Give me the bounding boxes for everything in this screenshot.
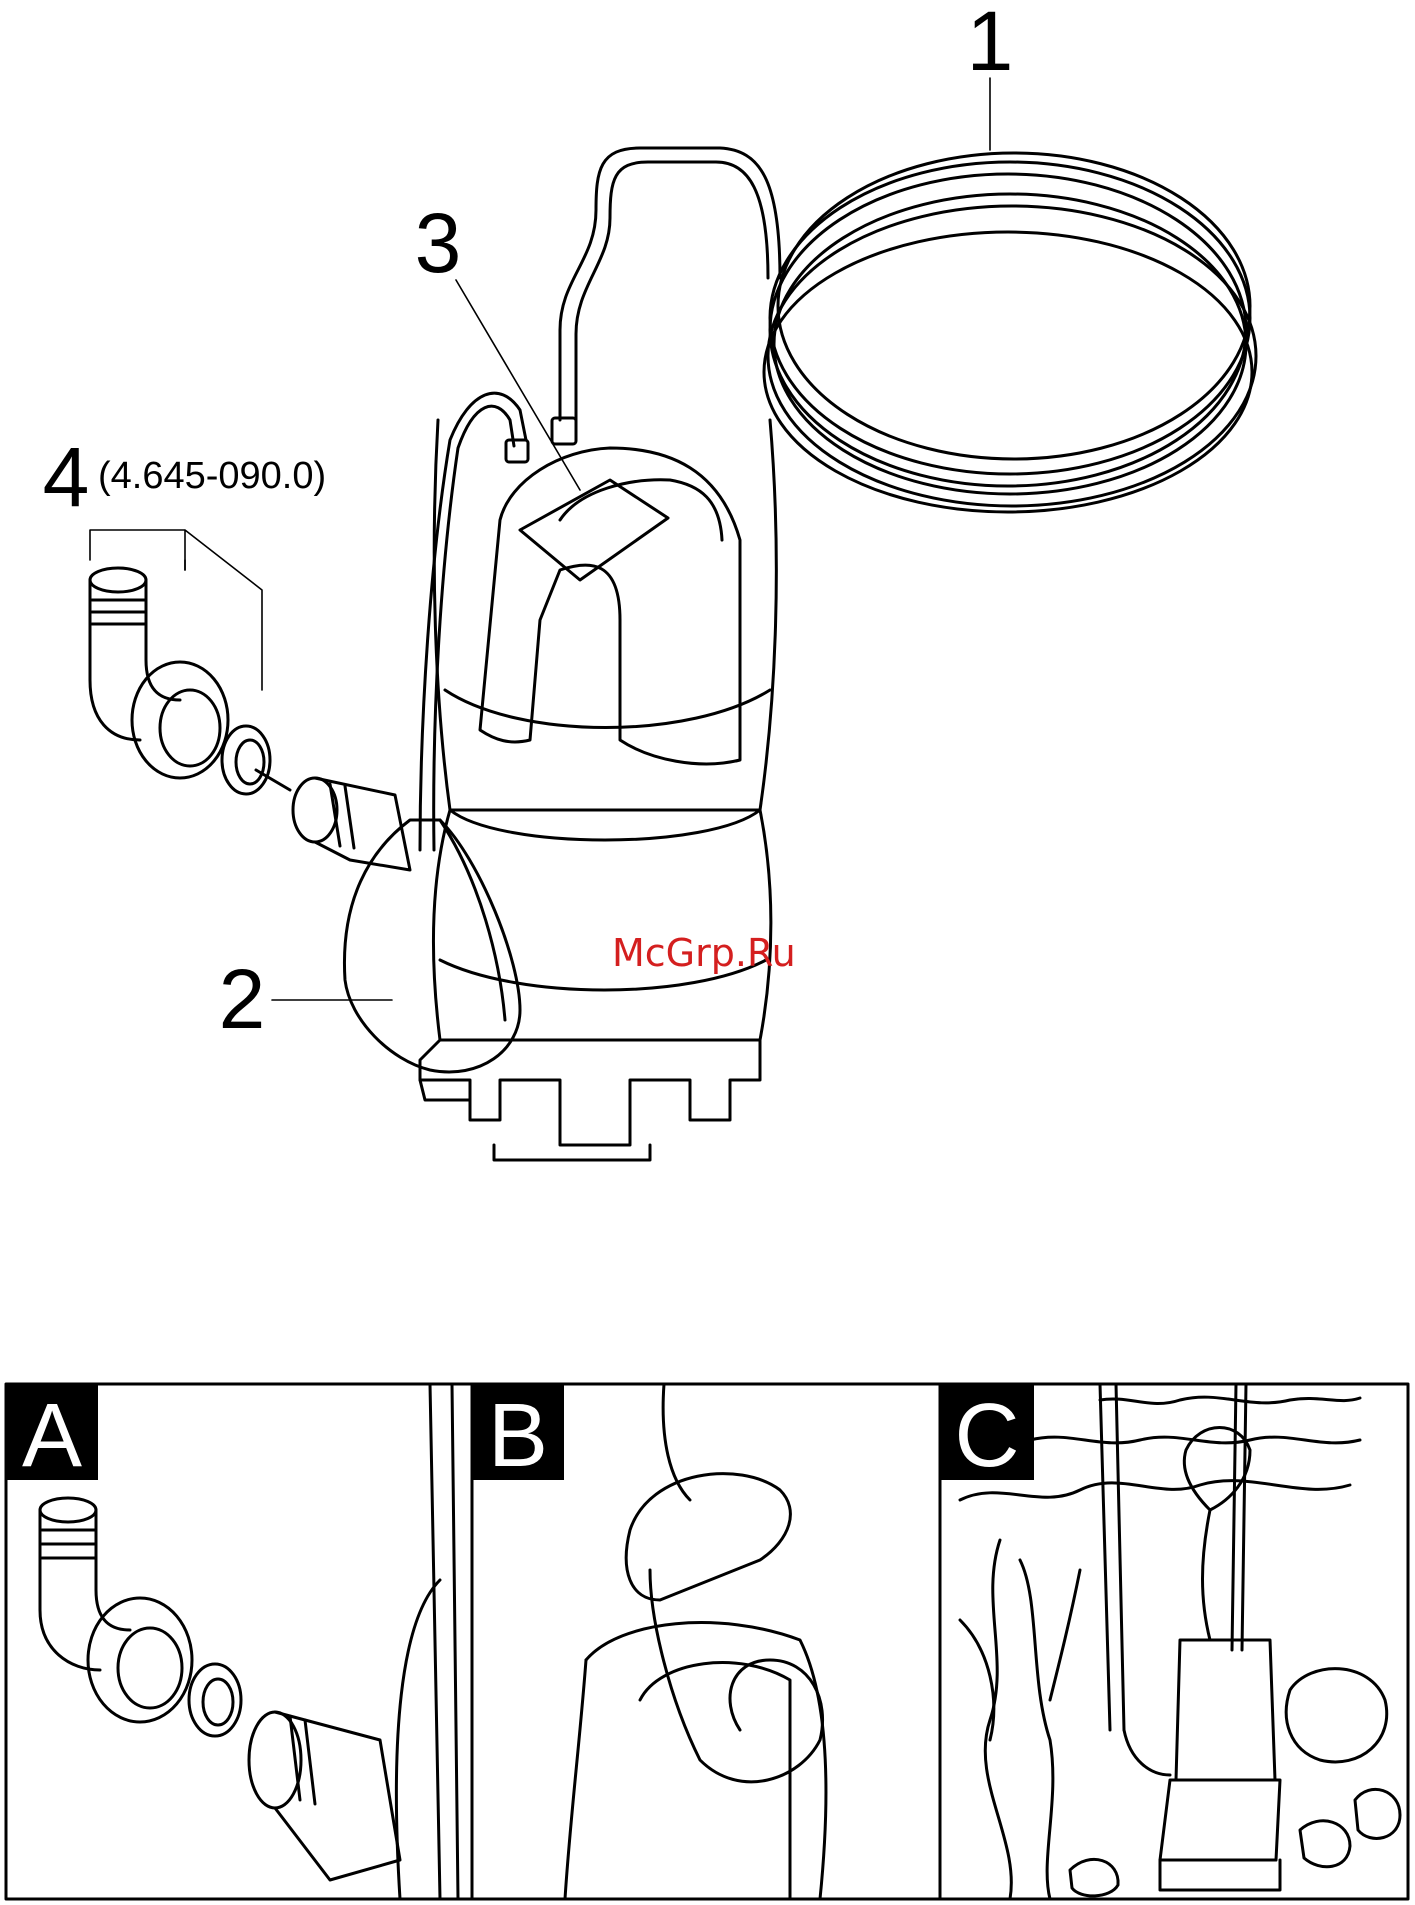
sealing-ring	[222, 726, 270, 794]
callout-2: 2	[219, 952, 266, 1046]
panel-b-letter: B	[488, 1386, 548, 1486]
elbow-connector	[90, 568, 180, 740]
cable-sleeve	[506, 440, 528, 462]
callout-1: 1	[967, 0, 1014, 88]
panel-c-letter: C	[955, 1386, 1020, 1486]
power-cable	[560, 148, 780, 420]
panel-a-illustration	[40, 1384, 458, 1899]
watermark-text: McGrp.Ru	[612, 931, 796, 975]
pump-outlet	[293, 778, 410, 870]
leader-lines	[90, 78, 990, 1000]
callout-3: 3	[415, 196, 462, 290]
callout-4: 4	[43, 430, 90, 524]
pump-body	[420, 420, 776, 1160]
union-nut	[132, 662, 228, 778]
panel-b-illustration	[565, 1384, 826, 1899]
float-switch-edge	[440, 820, 505, 1020]
panel-a-letter: A	[22, 1386, 82, 1486]
callout-4-part-number: (4.645-090.0)	[98, 455, 326, 497]
power-cable-inner	[576, 162, 768, 420]
cable-sleeve-2	[552, 418, 576, 444]
cable-coil	[764, 153, 1256, 512]
